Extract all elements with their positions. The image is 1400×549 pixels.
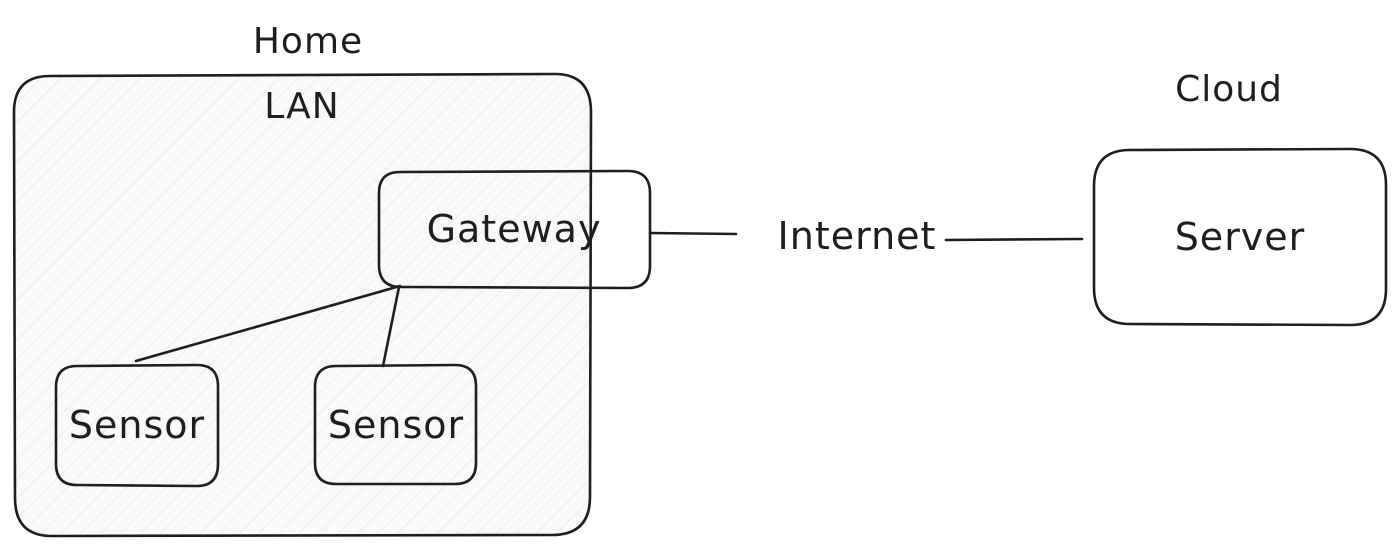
server-node: Server <box>1092 147 1388 327</box>
lan-container-border <box>12 72 593 538</box>
internet-label: Internet <box>778 214 937 258</box>
gateway-label: Gateway <box>427 207 602 251</box>
gateway-to-sensor-2-line <box>381 285 401 368</box>
sensor-1-box <box>54 363 220 488</box>
home-label: Home <box>253 21 363 62</box>
cloud-label: Cloud <box>1175 69 1283 110</box>
sensor-node-2: Sensor <box>313 363 478 486</box>
gateway-node: Gateway <box>377 169 652 290</box>
sensor-2-label: Sensor <box>328 403 464 447</box>
gateway-to-sensor-1-line <box>134 284 402 363</box>
sensor-1-label: Sensor <box>69 403 205 447</box>
internet-to-server-line <box>944 237 1084 242</box>
gateway-box <box>377 169 652 290</box>
lan-container-hatch <box>14 74 591 536</box>
lan-container: LAN <box>12 72 593 538</box>
sensor-node-1: Sensor <box>54 363 220 488</box>
connectors <box>134 231 1084 368</box>
gateway-to-internet-line <box>648 231 738 236</box>
server-box <box>1092 147 1388 327</box>
server-label: Server <box>1175 215 1306 259</box>
lan-label: LAN <box>264 86 339 127</box>
sensor-2-box <box>313 363 478 486</box>
